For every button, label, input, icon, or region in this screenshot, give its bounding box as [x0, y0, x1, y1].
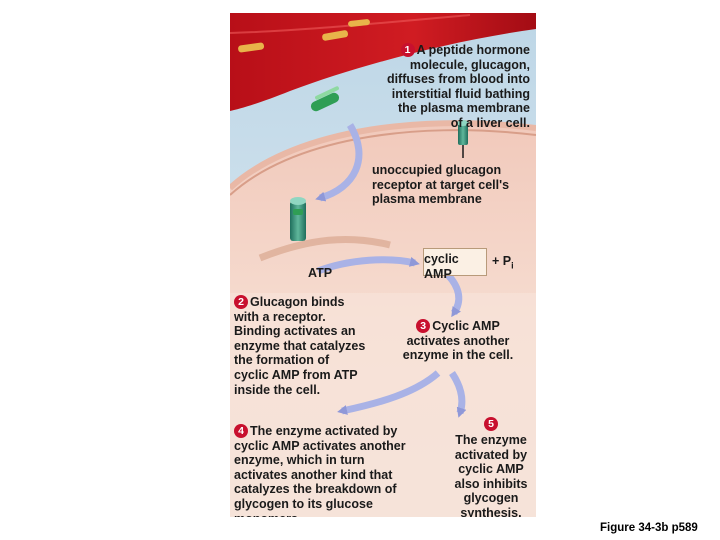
step-3-number: 3: [416, 319, 431, 333]
cell-interior: [230, 293, 536, 517]
figure-caption: Figure 34-3b p589: [600, 522, 698, 534]
step-2-text: Glucagon binds with a receptor. Binding …: [234, 295, 366, 397]
step-5-number: 5: [484, 417, 498, 431]
cyclic-amp-label: cyclic AMP: [424, 252, 459, 281]
cyclic-amp-box: [423, 248, 487, 276]
pi-label: + Pi: [492, 254, 514, 273]
glucagon-molecule-icon: [310, 86, 340, 112]
plasma-membrane: [230, 120, 536, 191]
pi-label-subscript: i: [511, 260, 514, 271]
step-4-text: The enzyme activated by cyclic AMP activ…: [234, 424, 406, 517]
step-2-number: 2: [234, 295, 248, 309]
membrane-detail: [258, 235, 391, 262]
receptor-icon: [290, 197, 306, 241]
atp-label: ATP: [308, 266, 333, 280]
arrow-icon: [315, 123, 467, 418]
step-3-text: Cyclic AMP activates another enzyme in t…: [402, 319, 514, 363]
blood-vessel-highlight: [230, 14, 471, 34]
receptor-icon: [457, 120, 469, 158]
step-1-text: A peptide hormone molecule, glucagon, di…: [386, 43, 530, 130]
receptor-label: unoccupied glucagon receptor at target c…: [372, 163, 510, 207]
step-1-number: 1: [400, 43, 415, 57]
blood-vessel: [230, 13, 536, 111]
glucagon-molecule-icon: [238, 19, 370, 53]
step-5-text: The enzyme activated by cyclic AMP also …: [454, 433, 528, 517]
pi-label-prefix: + P: [492, 254, 512, 268]
step-4-number: 4: [234, 424, 248, 438]
